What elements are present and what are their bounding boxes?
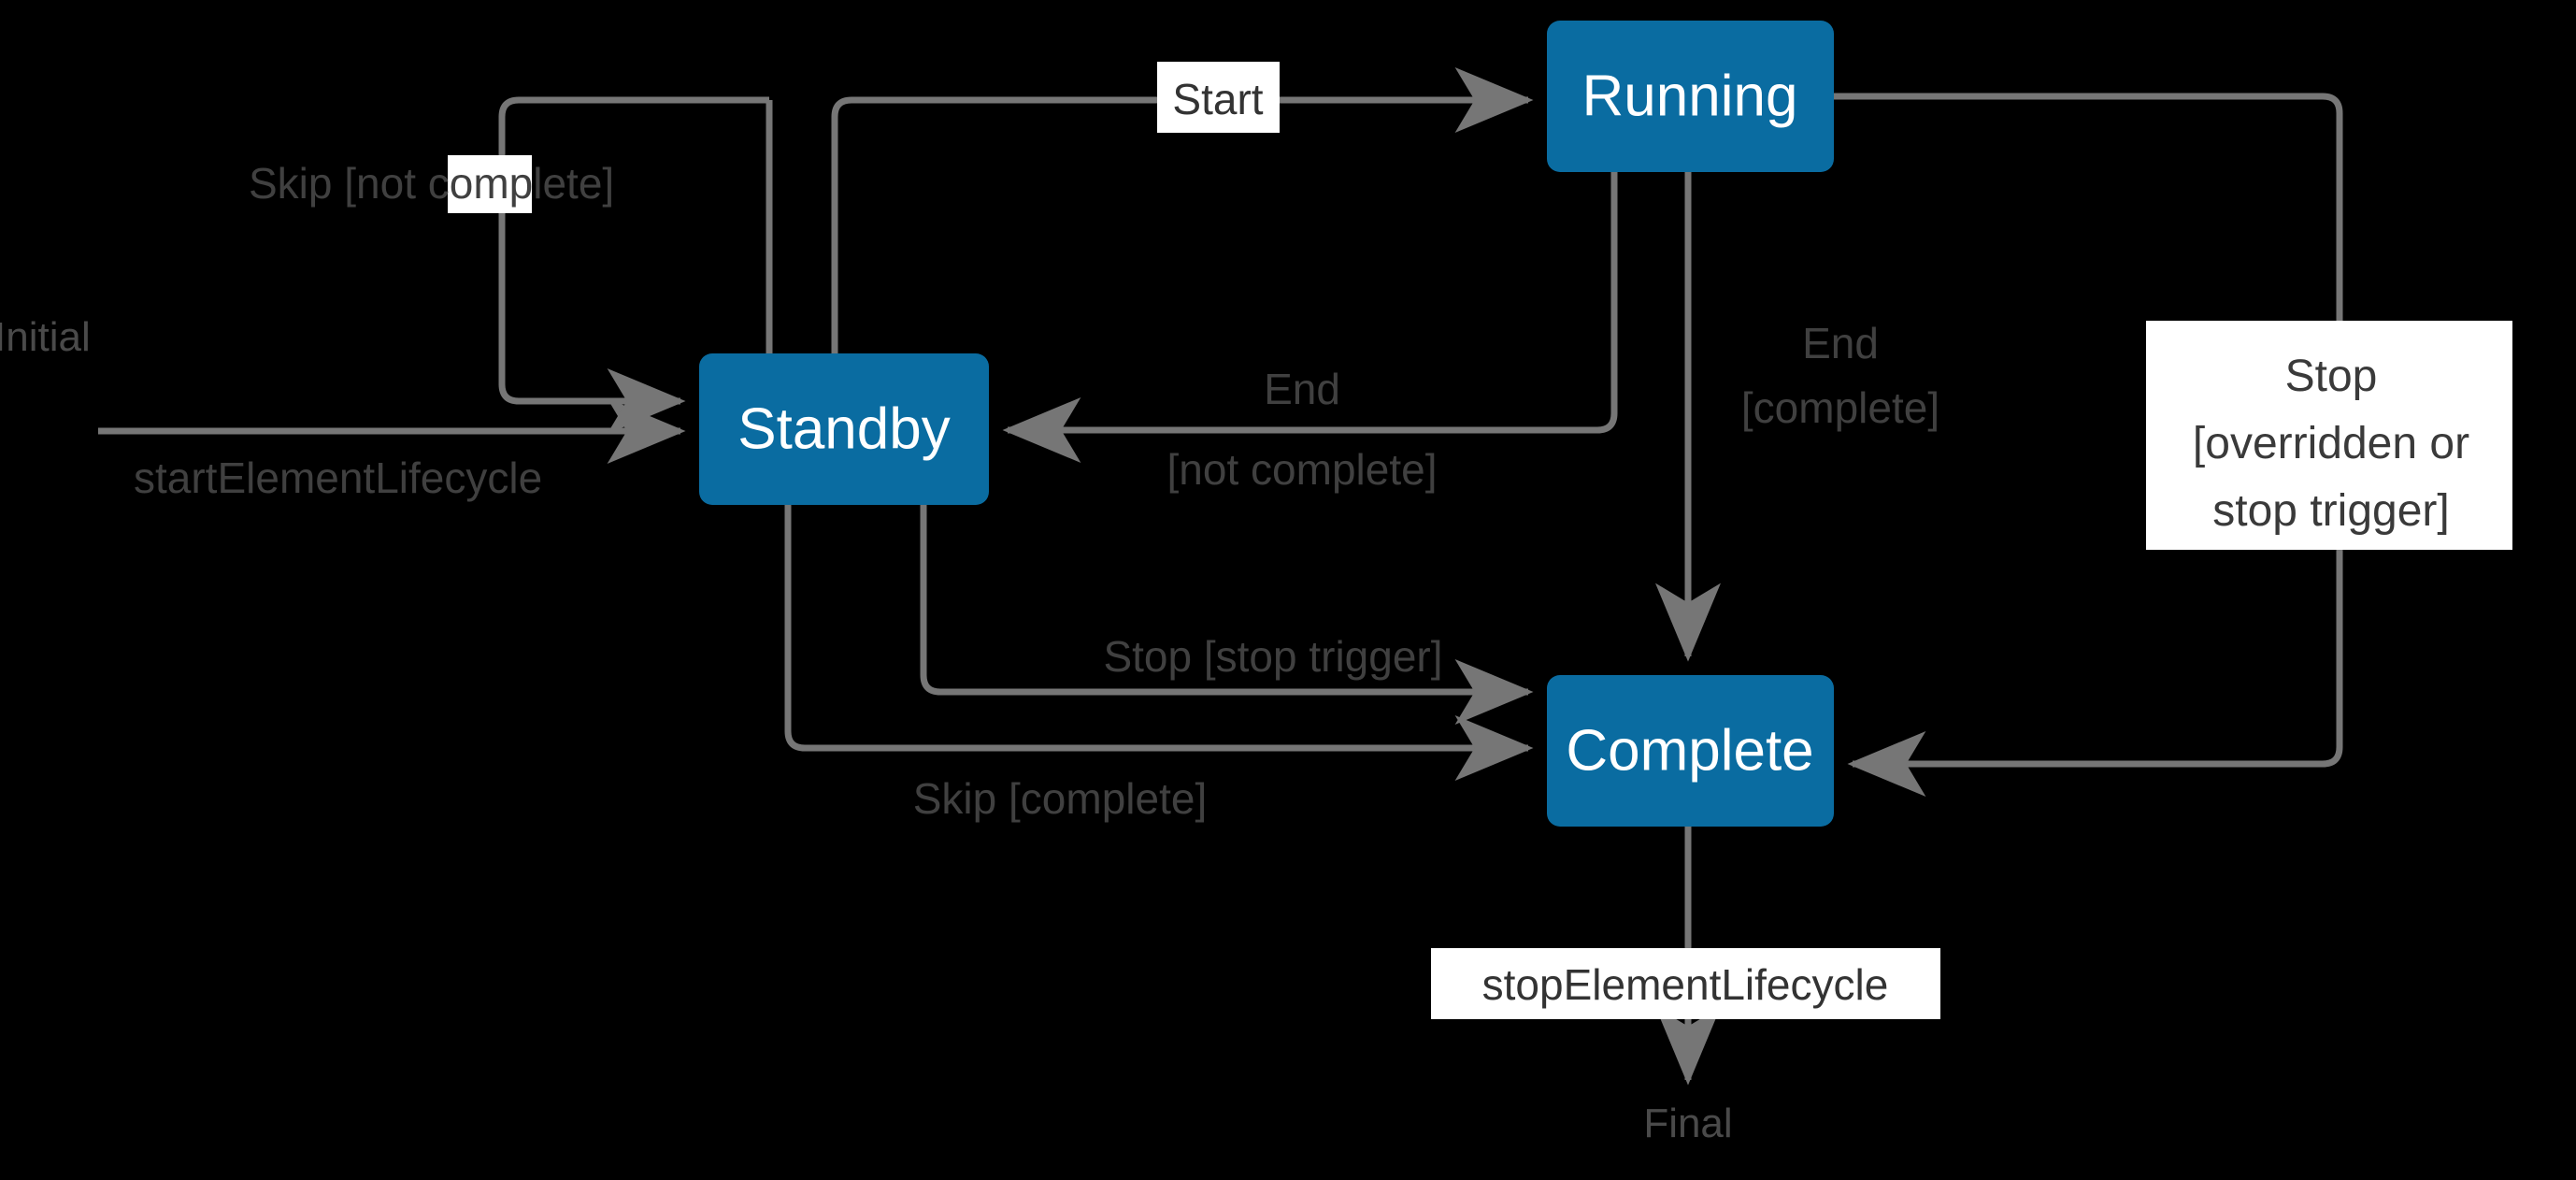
- pseudo-state-labels: Initial Final: [0, 314, 1733, 1146]
- edge-standby-complete-stop-trigger: [920, 505, 1534, 725]
- state-node-standby-shape[interactable]: [699, 353, 989, 505]
- state-nodes: Standby Running Complete: [699, 21, 1834, 827]
- edge-label-skip-complete: Skip [complete]: [913, 774, 1207, 823]
- state-node-running[interactable]: Running: [1547, 21, 1834, 172]
- edge-label-skip-not-complete: Skip [not complete]: [249, 159, 614, 208]
- edge-label-stop-overridden-line3: stop trigger]: [2212, 486, 2449, 536]
- edge-standby-skip-not-complete-loop: [498, 96, 769, 434]
- pseudo-state-final-label: Final: [1643, 1101, 1732, 1146]
- edge-standby-running: [831, 67, 1534, 353]
- edge-label-end-complete-line2: [complete]: [1741, 383, 1939, 432]
- state-node-running-shape[interactable]: [1547, 21, 1834, 172]
- edge-label-start-element-lifecycle: startElementLifecycle: [134, 453, 542, 502]
- edge-label-end-not-complete-line2: [not complete]: [1167, 445, 1438, 494]
- edge-label-stop-overridden-line2: [overridden or: [2193, 419, 2469, 468]
- label-box-stop-element-lifecycle: [1431, 948, 1940, 1019]
- edge-label-stop-overridden-line1: Stop: [2285, 352, 2378, 401]
- state-node-standby[interactable]: Standby: [699, 353, 989, 505]
- edge-standby-complete-skip-complete: [784, 505, 1534, 781]
- edge-running-standby-end-not-complete: [1002, 172, 1618, 463]
- edge-label-end-not-complete-line1: End: [1264, 365, 1340, 413]
- transition-labels: startElementLifecycle Start Skip [not co…: [134, 75, 2469, 1009]
- state-node-complete[interactable]: Complete: [1547, 675, 1834, 827]
- edge-label-stop-stop-trigger: Stop [stop trigger]: [1103, 632, 1442, 681]
- state-node-running-label: Running: [1582, 64, 1798, 128]
- state-node-complete-shape[interactable]: [1547, 675, 1834, 827]
- label-box-start: [1157, 62, 1280, 133]
- label-backings: [448, 62, 2512, 1019]
- pseudo-state-initial-label: Initial: [0, 314, 91, 360]
- edge-label-end-complete-line1: End: [1802, 319, 1879, 367]
- edge-label-stop-element-lifecycle: stopElementLifecycle: [1482, 960, 1889, 1009]
- edge-label-start: Start: [1172, 75, 1263, 123]
- label-box-stop-overridden: [2146, 321, 2512, 550]
- state-node-complete-label: Complete: [1566, 718, 1813, 783]
- edge-paths: [98, 67, 2343, 1086]
- state-node-standby-label: Standby: [737, 396, 951, 461]
- label-box-skip-partial: [448, 155, 532, 213]
